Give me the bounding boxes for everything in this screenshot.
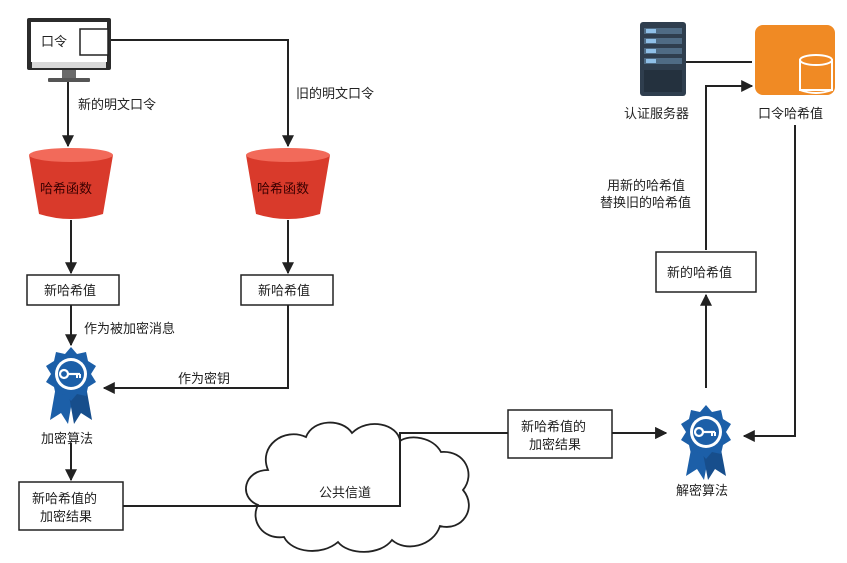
- encrypt-label: 加密算法: [41, 431, 93, 447]
- new-hash-box-server: 新的哈希值: [655, 251, 757, 293]
- arrow-monitor-to-hash-right: [110, 39, 294, 148]
- server-slot: [644, 38, 682, 44]
- key-icon: [58, 368, 81, 380]
- bucket-body: [29, 155, 113, 219]
- hash-function-label: 哈希函数: [257, 182, 309, 197]
- hash-function-label: 哈希函数: [40, 182, 92, 197]
- key-icon: [693, 426, 716, 438]
- enc-result-box-mid: 新哈希值的 加密结果: [507, 409, 613, 459]
- arrow-key-to-encrypt: [102, 305, 289, 394]
- auth-server: 认证服务器: [624, 22, 689, 122]
- new-hash-box-left: 新哈希值: [26, 274, 120, 306]
- db-cylinder-bottom: [799, 89, 833, 94]
- bucket-rim: [246, 148, 330, 162]
- bucket-rim: [29, 148, 113, 162]
- server-light: [646, 49, 656, 53]
- label-as-key: 作为密钥: [178, 371, 230, 387]
- label-new-plaintext: 新的明文口令: [78, 97, 156, 113]
- server-light: [646, 59, 656, 63]
- server-light: [646, 39, 656, 43]
- decrypt-badge: 解密算法: [676, 405, 731, 499]
- encrypt-badge: 加密算法: [41, 347, 96, 447]
- arrow-newhash-to-db: [705, 80, 754, 250]
- db-cylinder-top: [799, 54, 833, 66]
- server-slot: [644, 28, 682, 34]
- box-label-line1: 新哈希值的: [32, 491, 97, 507]
- label-replace-line2: 替换旧的哈希值: [600, 195, 691, 211]
- monitor: 口令: [27, 18, 111, 82]
- box-label: 新的哈希值: [667, 265, 732, 281]
- box-label-line2: 加密结果: [40, 509, 92, 525]
- new-hash-box-right: 新哈希值: [240, 274, 334, 306]
- label-as-message: 作为被加密消息: [84, 321, 175, 337]
- password-hash-db: 口令哈希值: [755, 25, 835, 122]
- server-slot: [644, 58, 682, 64]
- box-label: 新哈希值: [258, 283, 310, 299]
- label-public-channel-over: 公共信道: [319, 486, 371, 501]
- password-input-box: [79, 28, 109, 56]
- arrow-db-to-decrypt: [742, 125, 796, 442]
- monitor-neck: [62, 70, 76, 78]
- box-label-line1: 新哈希值的: [521, 419, 586, 435]
- monitor-bezel: [32, 62, 106, 68]
- db-label: 口令哈希值: [758, 106, 823, 122]
- label-old-plaintext: 旧的明文口令: [296, 86, 374, 102]
- bucket-body: [246, 155, 330, 219]
- server-lower: [644, 70, 682, 92]
- server-label: 认证服务器: [624, 106, 689, 122]
- hash-function-left: 哈希函数: [29, 148, 113, 219]
- cloud-shape: [245, 421, 470, 553]
- server-light: [646, 29, 656, 33]
- decrypt-label: 解密算法: [676, 483, 728, 499]
- monitor-label: 口令: [41, 35, 67, 50]
- box-label-line2: 加密结果: [529, 437, 581, 453]
- box-label: 新哈希值: [44, 283, 96, 299]
- channel-line-over-cloud: [232, 433, 401, 507]
- hash-function-right: 哈希函数: [246, 148, 330, 219]
- enc-result-box-left: 新哈希值的 加密结果: [18, 481, 124, 531]
- monitor-stand: [48, 78, 90, 82]
- label-replace-line1: 用新的哈希值: [607, 178, 685, 194]
- server-slot: [644, 48, 682, 54]
